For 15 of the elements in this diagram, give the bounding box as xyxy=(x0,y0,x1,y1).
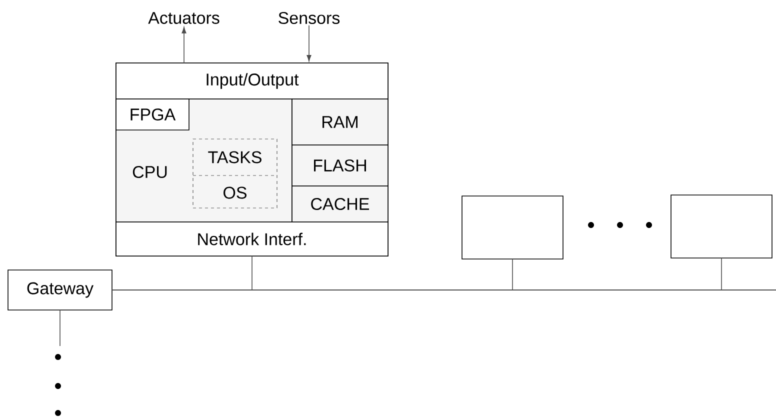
node-box xyxy=(670,194,772,258)
connector-line xyxy=(512,258,513,290)
labeled-box: CACHE xyxy=(292,186,388,222)
node-box xyxy=(462,196,564,260)
text-label: Actuators xyxy=(148,12,220,24)
connector-line xyxy=(721,258,722,290)
labeled-box: RAM xyxy=(292,98,388,146)
arrow xyxy=(306,25,312,62)
text-label: Sensors xyxy=(278,12,340,24)
labeled-box: Network Interf. xyxy=(116,222,388,256)
arrow xyxy=(182,26,186,64)
labeled-box: FPGA xyxy=(116,98,190,130)
labeled-box: FLASH xyxy=(292,144,388,186)
dashed-box: TASKS OS xyxy=(192,138,278,208)
labeled-box: Gateway xyxy=(8,270,112,310)
